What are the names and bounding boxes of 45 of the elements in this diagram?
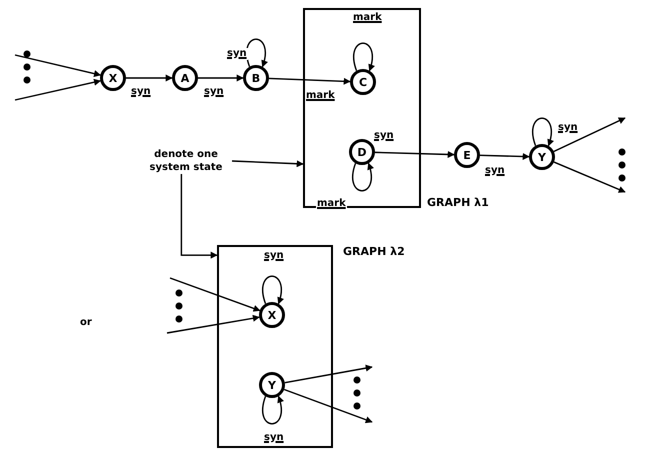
state-circle: X — [100, 65, 126, 91]
state-circle: E — [454, 142, 480, 168]
edge-label: mark — [316, 198, 347, 210]
note-text: or — [80, 316, 92, 329]
state-circle: B — [243, 65, 269, 91]
state-circle: Y — [529, 144, 555, 170]
arrow — [480, 152, 530, 160]
state-circle: Y — [259, 372, 285, 398]
arrow — [14, 78, 101, 101]
edge-label: syn — [263, 250, 285, 262]
graph-title: GRAPH λ2 — [343, 245, 405, 258]
edge-label: syn — [373, 130, 395, 142]
arrow — [374, 150, 455, 158]
arrow — [284, 364, 373, 384]
self-loop-arrow — [262, 276, 284, 304]
arrow — [180, 174, 218, 259]
edge-label: syn — [484, 165, 506, 177]
arrow — [126, 74, 173, 82]
edge-label: syn — [263, 432, 285, 444]
graph-title: GRAPH λ1 — [427, 196, 489, 209]
self-loop-arrow — [352, 162, 374, 192]
edge-label: syn — [203, 86, 225, 98]
edge-label: mark — [352, 12, 383, 24]
state-circle: D — [349, 139, 375, 165]
arrow — [284, 388, 373, 424]
arrow — [14, 54, 102, 77]
arrow — [198, 74, 244, 82]
annotation-text: denote one system state — [140, 148, 232, 174]
arrow — [554, 161, 626, 193]
self-loop-arrow — [246, 38, 268, 68]
self-loop-arrow — [262, 396, 284, 425]
self-loop-arrow — [532, 118, 554, 146]
edge-label: syn — [557, 122, 579, 134]
arrow — [553, 117, 626, 152]
state-circle: X — [259, 302, 285, 328]
state-circle: A — [172, 65, 198, 91]
arrow — [166, 314, 260, 334]
arrow — [268, 78, 351, 85]
arrow — [170, 277, 260, 312]
edge-label: mark — [305, 90, 336, 102]
edge-label: syn — [226, 48, 248, 60]
edge-label: syn — [130, 86, 152, 98]
arrow — [232, 160, 304, 168]
self-loop-arrow — [353, 42, 375, 72]
state-circle: C — [350, 69, 376, 95]
